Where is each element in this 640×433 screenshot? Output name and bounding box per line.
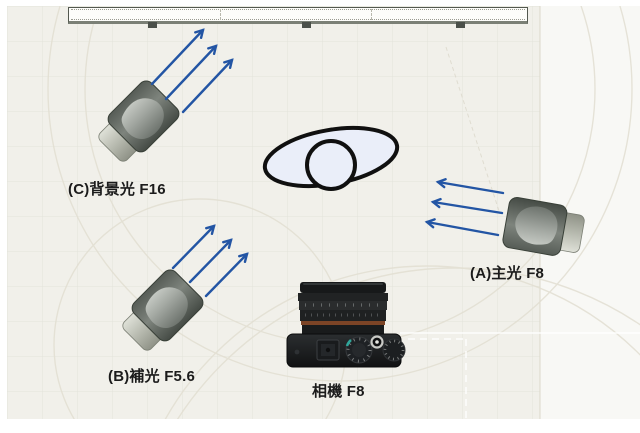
label-background-light: (C)背景光 F16 [68,181,166,198]
camera-top-view-icon [286,282,406,368]
scene-layer [91,28,587,368]
label-camera: 相機 F8 [312,383,365,400]
backdrop-dotted-edge [71,9,525,10]
backdrop-section-divider [371,9,373,20]
light-direction-arrows [150,28,505,298]
flash-unit-main-light [501,195,587,261]
backdrop-foot [456,22,465,28]
diagram-canvas: (C)背景光 F16 (B)補光 F5.6 (A)主光 F8 相機 F8 [7,6,640,419]
subject-marker [262,125,400,191]
label-main-light: (A)主光 F8 [470,265,545,282]
backdrop-foot [302,22,311,28]
backdrop-foot [148,22,157,28]
backdrop-panel [68,7,528,28]
backdrop-section-divider [220,9,222,20]
background-grid-decor [7,6,640,419]
label-fill-light: (B)補光 F5.6 [108,368,196,385]
backdrop-dotted-edge [71,19,525,20]
flash-unit-background-light [91,77,183,169]
